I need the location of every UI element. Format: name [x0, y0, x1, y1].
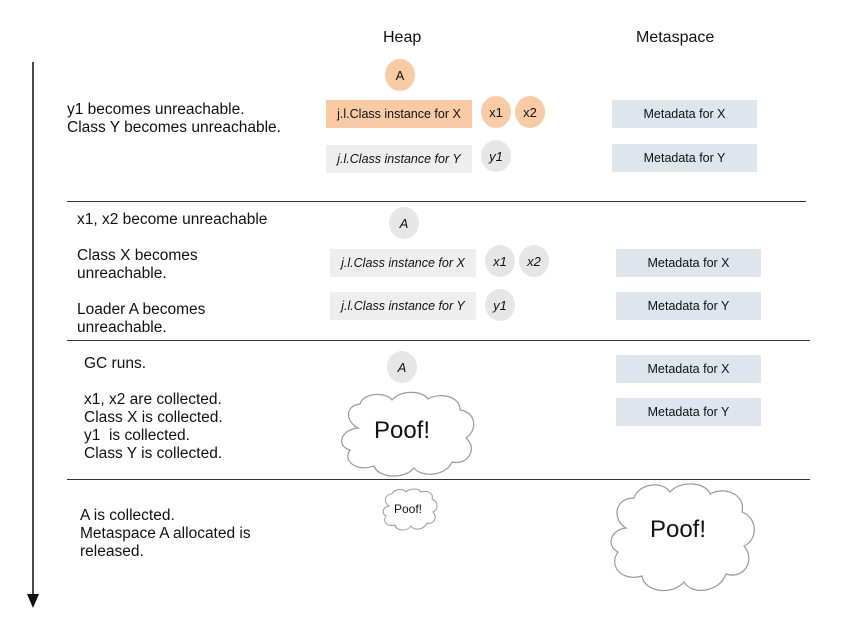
section2-description-c: Loader A becomes unreachable. — [77, 301, 206, 336]
metadata-x: Metadata for X — [616, 355, 761, 383]
object-y1: y1 — [485, 289, 515, 321]
heap-header: Heap — [383, 29, 422, 46]
time-arrow — [27, 62, 39, 608]
separator-1 — [67, 201, 806, 202]
section3-description-a: GC runs. — [84, 355, 147, 372]
loader-a-node: A — [387, 351, 417, 383]
loader-a-node: A — [389, 207, 419, 239]
metadata-y: Metadata for Y — [612, 144, 757, 172]
poof-cloud-small — [382, 488, 438, 531]
object-x2: x2 — [515, 96, 545, 128]
metadata-x: Metadata for X — [612, 100, 757, 128]
section2-description-b: Class X becomes unreachable. — [77, 247, 198, 282]
object-x1: x1 — [481, 96, 511, 128]
object-y1: y1 — [481, 140, 511, 172]
section3-description-b: x1, x2 are collected. Class X is collect… — [84, 391, 223, 462]
object-x1: x1 — [485, 245, 515, 277]
loader-a-node: A — [385, 59, 415, 91]
section4-description: A is collected. Metaspace A allocated is… — [80, 507, 251, 560]
section1-description: y1 becomes unreachable. Class Y becomes … — [67, 101, 281, 136]
class-y-instance: j.l.Class instance for Y — [326, 145, 472, 173]
metadata-y: Metadata for Y — [616, 398, 761, 426]
poof-label-small: Poof! — [393, 502, 423, 516]
metadata-x: Metadata for X — [616, 249, 761, 277]
class-x-instance: j.l.Class instance for X — [326, 100, 472, 128]
metadata-y: Metadata for Y — [616, 292, 761, 320]
poof-cloud-metaspace — [610, 483, 755, 592]
poof-label-metaspace: Poof! — [649, 516, 707, 543]
object-x2: x2 — [519, 245, 549, 277]
separator-2 — [67, 340, 810, 341]
metaspace-header: Metaspace — [636, 29, 715, 46]
poof-cloud — [341, 391, 475, 477]
class-x-instance: j.l.Class instance for X — [330, 249, 476, 277]
poof-label: Poof! — [373, 417, 431, 444]
section2-description-a: x1, x2 become unreachable — [77, 211, 268, 228]
separator-3 — [67, 479, 810, 480]
class-y-instance: j.l.Class instance for Y — [330, 292, 476, 320]
